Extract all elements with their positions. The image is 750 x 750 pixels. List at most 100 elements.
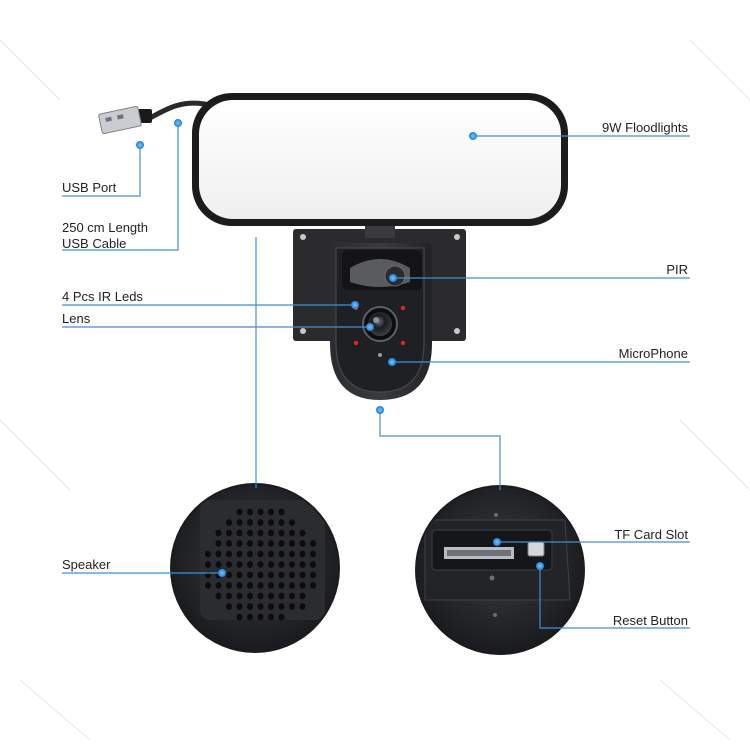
speaker-hole [299, 550, 306, 558]
speaker-hole [268, 582, 274, 589]
usb-cable-length-label: 250 cm Length [62, 220, 149, 235]
microphone-label: MicroPhone [618, 346, 688, 361]
speaker-hole [247, 592, 253, 600]
speaker-hole [215, 592, 222, 600]
speaker-hole [268, 540, 274, 547]
speaker-hole [289, 561, 295, 568]
speaker-hole [236, 592, 243, 600]
speaker-hole [278, 592, 285, 600]
speaker-hole [236, 582, 243, 589]
speaker-hole [236, 561, 243, 568]
speaker-hole [278, 582, 285, 589]
speaker-hole [205, 582, 211, 589]
zoom-connector-leader [379, 408, 501, 490]
reset-button-label: Reset Button [612, 613, 688, 628]
speaker-hole [299, 582, 306, 589]
speaker-hole [226, 529, 232, 537]
speaker-hole [268, 529, 274, 537]
camera-head [330, 243, 432, 400]
speaker-hole [236, 613, 243, 621]
speaker-hole [257, 561, 264, 568]
speaker-zoom [170, 483, 340, 653]
speaker-hole [226, 592, 232, 600]
speaker-hole [226, 519, 232, 526]
speaker-hole [268, 613, 274, 621]
speaker-hole [205, 561, 211, 568]
speaker-hole [257, 529, 264, 537]
speaker-hole [226, 561, 232, 568]
speaker-hole [257, 582, 264, 589]
speaker-hole [236, 508, 243, 516]
speaker-hole [289, 582, 295, 589]
speaker-hole [226, 550, 232, 558]
speaker-hole [257, 603, 264, 610]
speaker-hole [268, 519, 274, 526]
pir-label: PIR [666, 262, 688, 277]
speaker-hole [257, 508, 264, 516]
speaker-hole [236, 540, 243, 547]
speaker-hole [268, 561, 274, 568]
speaker-hole [278, 519, 285, 526]
speaker-hole [268, 508, 274, 516]
speaker-hole [278, 508, 285, 516]
speaker-hole [310, 540, 316, 547]
speaker-hole [215, 561, 222, 568]
speaker-hole [299, 571, 306, 579]
ir-leds-label: 4 Pcs IR Leds [62, 289, 143, 304]
speaker-hole [278, 529, 285, 537]
floodlight-panel [192, 93, 568, 226]
speaker-hole [226, 571, 232, 579]
speaker-hole [289, 592, 295, 600]
speaker-hole [289, 519, 295, 526]
speaker-hole [278, 571, 285, 579]
speaker-hole [247, 519, 253, 526]
usb-cable-leader [62, 123, 179, 251]
speaker-hole [310, 550, 316, 558]
speaker-hole [205, 550, 211, 558]
floodlights-label: 9W Floodlights [602, 120, 688, 135]
speaker-hole [310, 582, 316, 589]
speaker-hole [268, 592, 274, 600]
reset-button-leader [539, 566, 690, 629]
speaker-hole [247, 540, 253, 547]
speaker-hole [289, 603, 295, 610]
speaker-hole [289, 550, 295, 558]
speaker-hole [215, 529, 222, 537]
tf-card-slot-icon [444, 547, 514, 559]
speaker-hole [278, 613, 285, 621]
background-pattern [0, 39, 750, 741]
speaker-hole [247, 561, 253, 568]
speaker-grille [205, 508, 316, 621]
speaker-hole [247, 603, 253, 610]
speaker-hole [226, 540, 232, 547]
tf-card-slot-label: TF Card Slot [614, 527, 688, 542]
callout-dots [136, 119, 544, 577]
speaker-hole [247, 571, 253, 579]
speaker-hole [215, 540, 222, 547]
speaker-hole [247, 529, 253, 537]
speaker-hole [310, 571, 316, 579]
usb-plug-icon [98, 105, 142, 135]
speaker-hole [236, 571, 243, 579]
speaker-hole [278, 540, 285, 547]
speaker-hole [247, 508, 253, 516]
speaker-hole [236, 519, 243, 526]
tf-card-zoom [415, 485, 585, 655]
speaker-hole [215, 582, 222, 589]
speaker-hole [257, 592, 264, 600]
speaker-hole [257, 613, 264, 621]
speaker-hole [278, 561, 285, 568]
speaker-hole [278, 550, 285, 558]
speaker-hole [215, 550, 222, 558]
speaker-hole [257, 540, 264, 547]
reset-button-icon [527, 541, 545, 557]
speaker-hole [299, 540, 306, 547]
usb-port-label: USB Port [62, 180, 117, 195]
speaker-hole [310, 561, 316, 568]
usb-port-leader [62, 145, 141, 197]
speaker-hole [268, 571, 274, 579]
speaker-hole [257, 571, 264, 579]
lens-label: Lens [62, 311, 91, 326]
speaker-hole [236, 603, 243, 610]
